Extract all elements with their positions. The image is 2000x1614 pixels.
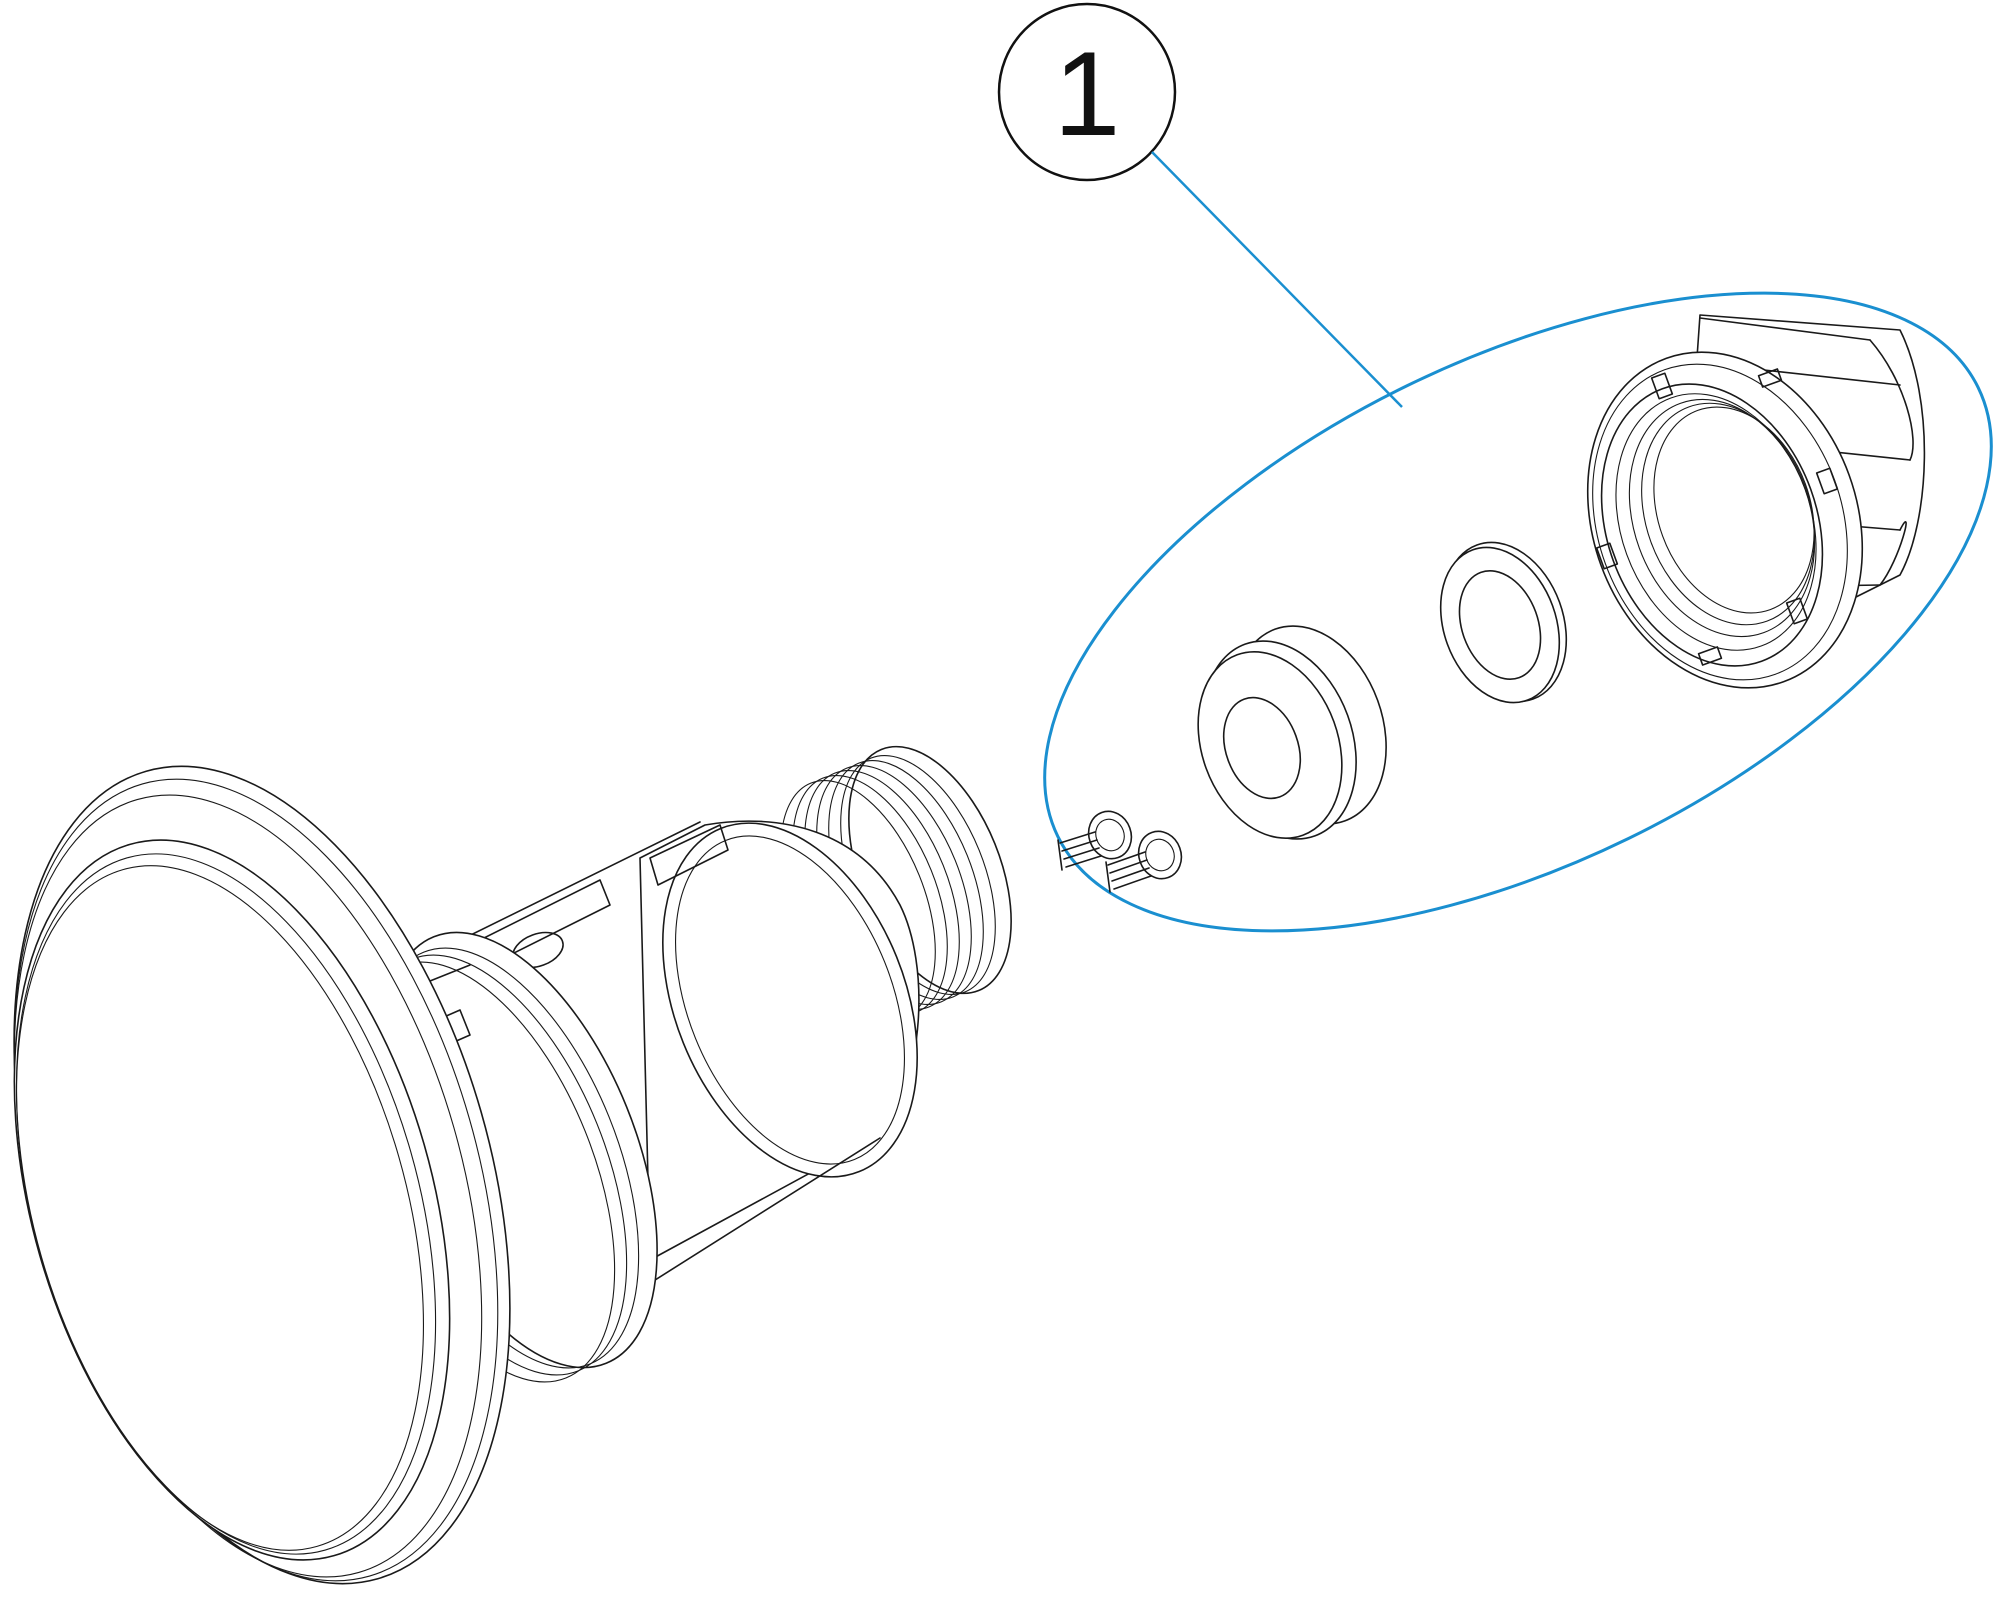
lamp-body [13, 745, 1012, 1585]
threaded-nut [1586, 314, 1926, 689]
callout-circle [997, 2, 1177, 182]
flat-washer [1439, 541, 1568, 704]
callout-number: 1 [1054, 27, 1121, 161]
cable-gland-grommet [1197, 625, 1387, 840]
screw-1 [1057, 810, 1133, 871]
callout-1: 1 [997, 2, 1993, 933]
mounting-screws [1057, 810, 1183, 893]
screw-2 [1105, 830, 1183, 893]
callout-group-ellipse [1043, 291, 1993, 933]
callout-leader-line [1151, 151, 1403, 408]
front-flange [13, 765, 511, 1585]
